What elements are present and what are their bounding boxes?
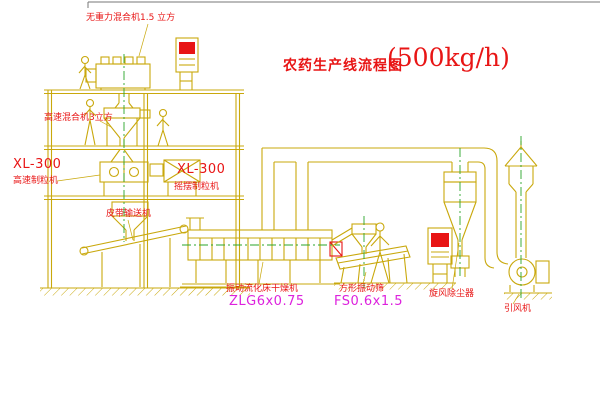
control-cabinet-upper <box>175 37 199 90</box>
y-chute <box>110 149 134 163</box>
dryer-discharge-gate <box>329 241 343 257</box>
zero-gravity-mixer <box>85 56 151 103</box>
vibrating-screen <box>334 223 456 290</box>
worker-figure-ground <box>370 222 390 284</box>
label-zero-gravity-mixer: 无重力混合机1.5 立方 <box>86 13 176 23</box>
granulator-2 <box>149 159 201 196</box>
label-granulator1-name: 高速制粒机 <box>13 176 59 186</box>
label-screen-model: FS0.6x1.5 <box>334 294 404 309</box>
label-granulator1-model: XL-300 <box>13 157 62 172</box>
worker-figure-floor2 <box>83 98 97 146</box>
control-cabinet-lower <box>427 227 453 283</box>
transfer-chute <box>331 227 353 247</box>
label-dryer-name: 振动流化床干燥机 <box>226 284 299 294</box>
diagram-title: 农药生产线流程图 <box>283 58 403 74</box>
ground-line <box>40 286 250 296</box>
label-fan: 引风机 <box>504 304 532 314</box>
label-high-speed-mixer: 高速混合机3立方 <box>44 113 113 123</box>
sheet-border <box>87 1 600 8</box>
worker-figure-roof <box>78 55 92 90</box>
label-granulator2-name: 摇摆制粒机 <box>174 182 220 192</box>
diagram-capacity: (500kg/h) <box>387 43 510 72</box>
label-screen-name: 方形振动筛 <box>339 284 385 294</box>
leader-lines <box>56 23 520 305</box>
induced-draft-fan <box>504 258 552 300</box>
high-speed-mixer <box>103 102 151 146</box>
label-cyclone: 旋风除尘器 <box>429 289 475 299</box>
centerlines <box>123 54 522 298</box>
belt-conveyor <box>79 224 189 287</box>
exhaust-duct <box>261 147 509 269</box>
worker-figure-floor2b <box>156 108 170 147</box>
label-granulator2-model: XL-300 <box>177 162 226 177</box>
label-dryer-model: ZLG6x0.75 <box>229 294 305 309</box>
label-belt-conveyor: 皮带输送机 <box>106 209 152 219</box>
